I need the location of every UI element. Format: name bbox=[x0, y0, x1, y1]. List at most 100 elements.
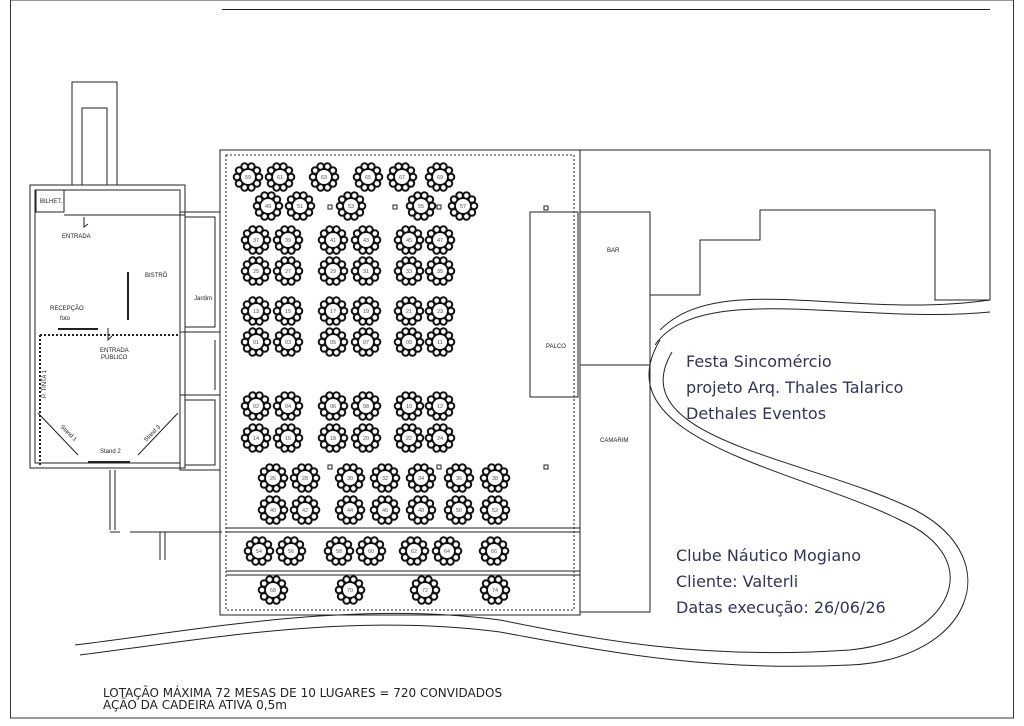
table-number: 56 bbox=[288, 549, 294, 555]
chair bbox=[439, 183, 448, 192]
chair bbox=[267, 212, 276, 221]
chair bbox=[337, 427, 347, 436]
table-26: 26 bbox=[257, 463, 289, 493]
chair bbox=[260, 427, 270, 436]
chair bbox=[372, 179, 382, 188]
chair bbox=[292, 229, 302, 238]
chair bbox=[462, 212, 471, 221]
chair bbox=[413, 331, 423, 340]
table-10: 10 bbox=[393, 391, 425, 421]
chair bbox=[349, 484, 358, 493]
table-number: 44 bbox=[347, 508, 353, 514]
chair bbox=[418, 540, 428, 549]
table-36: 36 bbox=[443, 463, 475, 493]
chair bbox=[349, 596, 358, 605]
chair bbox=[260, 344, 270, 353]
chair bbox=[279, 183, 288, 192]
table-41: 41 bbox=[317, 225, 349, 255]
chair bbox=[406, 536, 415, 545]
table-top bbox=[325, 303, 341, 319]
chair bbox=[365, 412, 374, 421]
chair bbox=[274, 300, 284, 309]
chair bbox=[255, 246, 264, 255]
chair bbox=[319, 427, 329, 436]
table-49: 49 bbox=[252, 191, 284, 221]
table-number: 70 bbox=[347, 588, 353, 594]
table-top bbox=[432, 263, 448, 279]
table-number: 51 bbox=[297, 204, 303, 210]
table-top bbox=[487, 470, 503, 486]
table-number: 64 bbox=[444, 549, 450, 555]
page-border bbox=[10, 0, 1014, 719]
chair bbox=[444, 179, 454, 188]
chair bbox=[260, 408, 270, 417]
table-number: 57 bbox=[460, 204, 466, 210]
chair bbox=[354, 512, 364, 521]
table-top bbox=[297, 502, 313, 518]
chair bbox=[420, 516, 429, 525]
chair bbox=[487, 463, 496, 472]
chair bbox=[425, 208, 435, 217]
chair bbox=[401, 327, 410, 336]
table-top bbox=[292, 198, 308, 214]
chair bbox=[263, 540, 273, 549]
chair bbox=[493, 557, 502, 566]
chair bbox=[304, 208, 314, 217]
chair bbox=[365, 348, 374, 357]
table-29: 29 bbox=[317, 256, 349, 286]
table-number: 23 bbox=[437, 309, 443, 315]
table-number: 20 bbox=[363, 436, 369, 442]
table-number: 29 bbox=[330, 269, 336, 275]
table-number: 25 bbox=[253, 269, 259, 275]
table-17: 17 bbox=[317, 296, 349, 326]
chair bbox=[481, 499, 491, 508]
table-64: 64 bbox=[431, 536, 463, 566]
table-number: 21 bbox=[406, 309, 412, 315]
chair bbox=[343, 191, 352, 200]
table-top bbox=[358, 232, 374, 248]
chair bbox=[287, 246, 296, 255]
table-top bbox=[363, 543, 379, 559]
chair bbox=[325, 256, 334, 265]
table-62: 62 bbox=[398, 536, 430, 566]
table-number: 50 bbox=[456, 508, 462, 514]
chair bbox=[413, 300, 423, 309]
table-top bbox=[297, 470, 313, 486]
chair bbox=[290, 557, 299, 566]
room-jardim: Jardim bbox=[194, 296, 212, 302]
chair bbox=[449, 195, 459, 204]
table-37: 37 bbox=[240, 225, 272, 255]
chair bbox=[420, 484, 429, 493]
table-35: 35 bbox=[424, 256, 456, 286]
chair bbox=[248, 327, 257, 336]
table-number: 46 bbox=[382, 508, 388, 514]
table-16: 16 bbox=[272, 423, 304, 453]
table-number: 27 bbox=[285, 269, 291, 275]
chair bbox=[481, 467, 491, 476]
table-69: 69 bbox=[424, 162, 456, 192]
table-number: 02 bbox=[253, 404, 259, 410]
table-40: 40 bbox=[257, 495, 289, 525]
table-39: 39 bbox=[272, 225, 304, 255]
chair bbox=[426, 331, 436, 340]
chair bbox=[352, 331, 362, 340]
table-number: 41 bbox=[330, 238, 336, 244]
chair bbox=[336, 579, 346, 588]
chair bbox=[260, 395, 270, 404]
chair bbox=[395, 300, 405, 309]
chair bbox=[350, 212, 359, 221]
room-stand3: Stand 3 bbox=[143, 424, 162, 443]
chair bbox=[389, 467, 399, 476]
chair bbox=[352, 427, 362, 436]
chair bbox=[426, 300, 436, 309]
chair bbox=[413, 408, 423, 417]
chair bbox=[367, 183, 376, 192]
chair bbox=[248, 391, 257, 400]
chair bbox=[432, 423, 441, 432]
table-top bbox=[265, 582, 281, 598]
chair bbox=[451, 495, 460, 504]
chair bbox=[360, 162, 369, 171]
chair bbox=[287, 444, 296, 453]
chair bbox=[274, 395, 284, 404]
